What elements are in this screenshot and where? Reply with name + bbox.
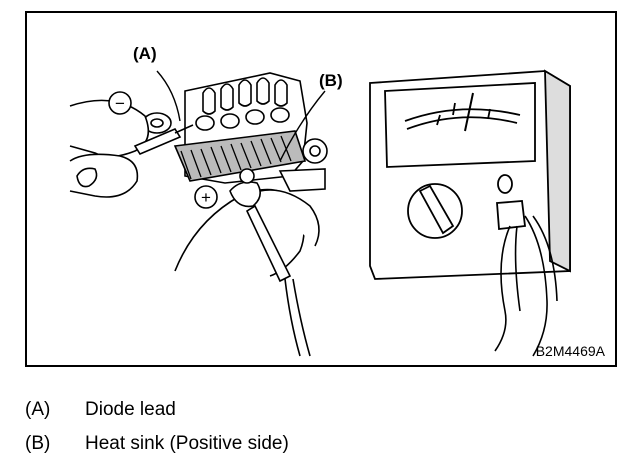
multimeter	[369, 69, 571, 280]
legend-item-a: (A) Diode lead	[25, 398, 176, 422]
legend-key-a: (A)	[25, 399, 51, 420]
right-hand-probe	[174, 168, 320, 357]
legend-text-a: Diode lead	[85, 399, 176, 420]
plus-circle	[194, 185, 218, 209]
meter-leads	[494, 215, 558, 357]
plus-sign: +	[201, 188, 211, 207]
rectifier-assembly	[142, 72, 328, 192]
callout-b-label: (B)	[319, 71, 343, 90]
figure-illustration: (A) (B) − + B2M4469A	[25, 11, 617, 367]
callout-a-label: (A)	[133, 44, 157, 63]
legend-text-b: Heat sink (Positive side)	[85, 433, 289, 454]
left-hand-probe	[69, 99, 194, 198]
callout-leaders	[156, 70, 326, 162]
figure-frame: (A) (B) − + B2M4469A	[25, 11, 617, 367]
minus-sign: −	[115, 94, 125, 113]
legend-key-b: (B)	[25, 433, 51, 454]
figure-code: B2M4469A	[536, 343, 606, 359]
minus-circle	[108, 91, 132, 115]
legend-item-b: (B) Heat sink (Positive side)	[25, 432, 289, 456]
